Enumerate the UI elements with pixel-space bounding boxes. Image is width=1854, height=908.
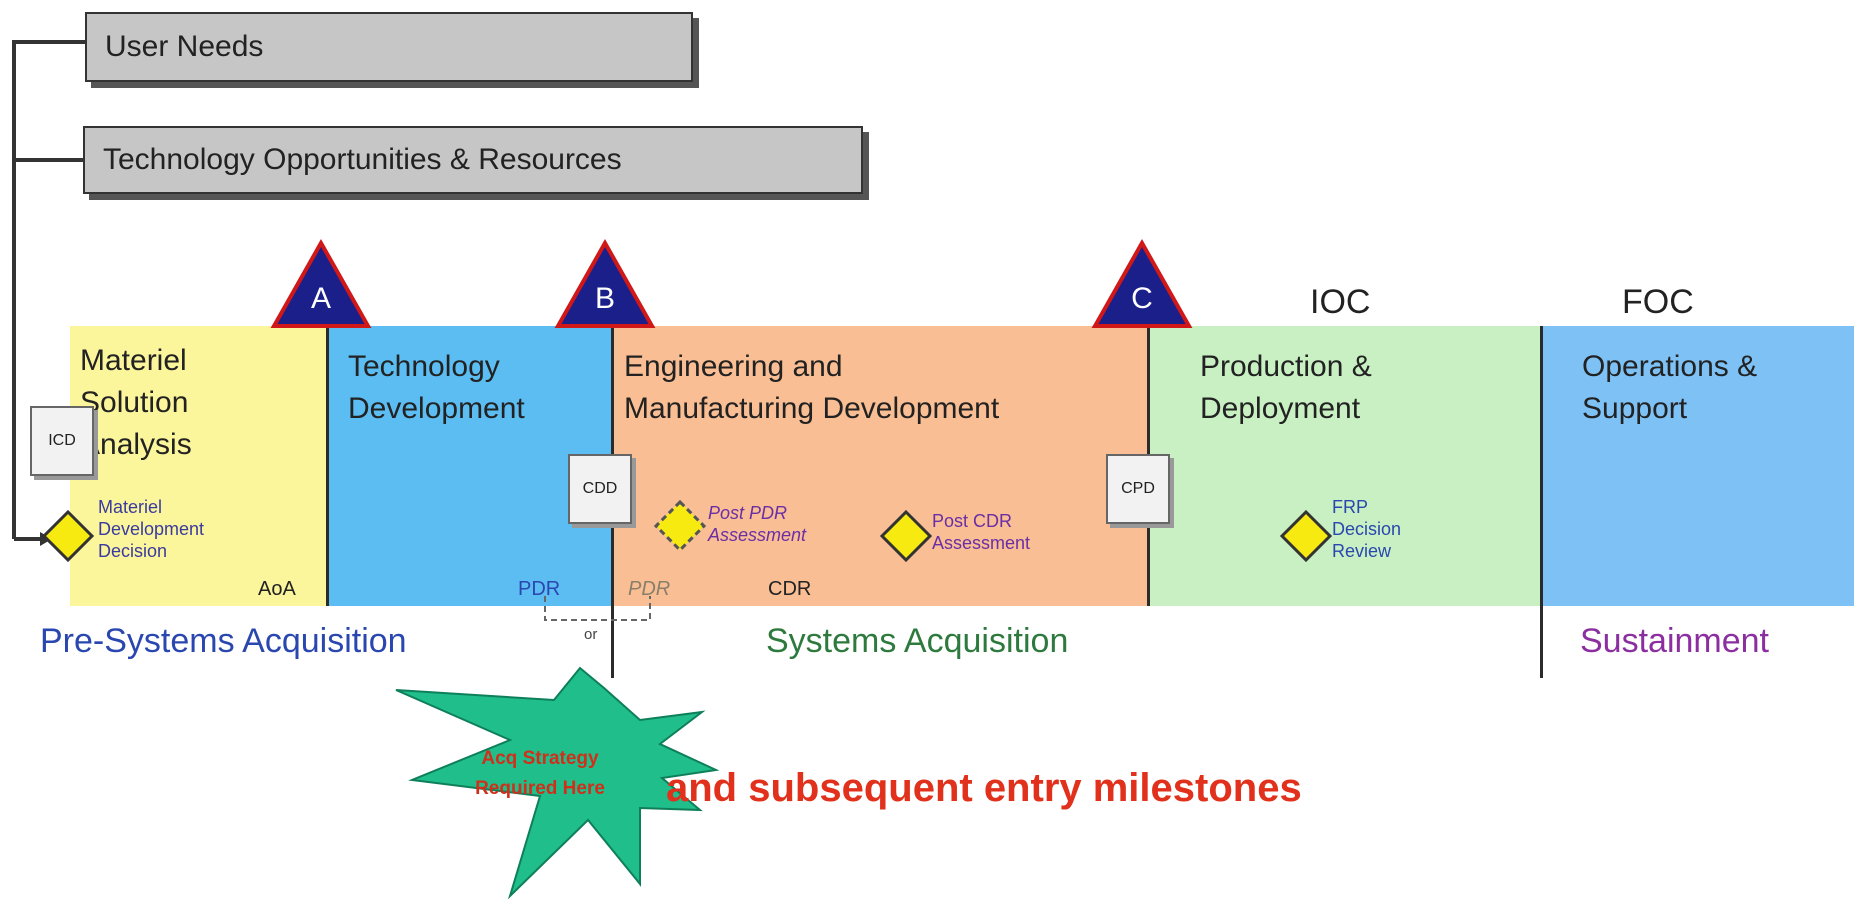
connector-user-needs: [12, 40, 85, 539]
phase-os-title: Operations & Support: [1582, 350, 1758, 425]
divider-a: [326, 326, 329, 606]
milestone-ioc-label: IOC: [1310, 283, 1371, 321]
tech-opps-label: Technology Opportunities & Resources: [103, 143, 622, 176]
post-cdr-diamond-icon: [879, 509, 933, 563]
post-cdr-label: Post CDR Assessment: [932, 511, 1031, 553]
phase-msa: [70, 326, 327, 606]
pdr-or-bracket: [544, 596, 651, 621]
post-pdr-diamond-icon: [653, 499, 707, 553]
tech-opps-box: Technology Opportunities & Resources: [83, 126, 863, 194]
milestone-b-triangle: [554, 238, 656, 328]
mdd-diamond-icon: [41, 509, 95, 563]
pdr-label: PDR: [518, 578, 561, 600]
user-needs-label: User Needs: [105, 30, 264, 63]
aoa-label: AoA: [258, 578, 296, 600]
subsequent-entry-text: and subsequent entry milestones: [666, 766, 1302, 810]
phase-emd: [612, 326, 1148, 606]
icd-label: ICD: [48, 432, 76, 449]
milestone-b-label: B: [594, 282, 615, 315]
phase-msa-title: Materiel Solution Analysis: [80, 344, 192, 461]
divider-sustainment: [1540, 326, 1543, 678]
milestone-foc-label: FOC: [1622, 283, 1694, 321]
phase-emd-title: Engineering and Manufacturing Developmen…: [624, 350, 1000, 425]
category-systems: Systems Acquisition: [766, 622, 1069, 660]
category-sustainment: Sustainment: [1580, 622, 1769, 660]
cdd-label: CDD: [582, 480, 618, 497]
starburst-icon: [395, 666, 720, 900]
milestone-c-triangle: [1091, 238, 1193, 328]
frp-diamond-icon: [1279, 509, 1333, 563]
cdr-label: CDR: [768, 578, 812, 600]
cpd-label: CPD: [1121, 480, 1155, 497]
post-pdr-label: Post PDR Assessment: [708, 503, 807, 545]
milestone-a-triangle: [270, 238, 372, 328]
cdd-document-icon: CDD: [568, 454, 632, 524]
phase-pd-title: Production & Deployment: [1200, 350, 1372, 425]
milestone-c-label: C: [1131, 282, 1153, 315]
phase-pd: [1148, 326, 1541, 606]
mdd-label: Materiel Development Decision: [98, 497, 205, 561]
milestone-a-label: A: [310, 282, 331, 315]
phase-td-title: Technology Development: [348, 350, 525, 425]
or-label: or: [584, 626, 598, 643]
frp-label: FRP Decision Review: [1332, 497, 1402, 561]
starburst-label: Acq Strategy Required Here: [475, 748, 605, 799]
cpd-document-icon: CPD: [1106, 454, 1170, 524]
phase-os: [1541, 326, 1854, 606]
category-pre-systems: Pre-Systems Acquisition: [40, 622, 407, 660]
user-needs-box: User Needs: [85, 12, 693, 82]
icd-document-icon: ICD: [30, 406, 94, 476]
phase-td: [327, 326, 612, 606]
pdr-alt-label: PDR: [628, 578, 671, 600]
